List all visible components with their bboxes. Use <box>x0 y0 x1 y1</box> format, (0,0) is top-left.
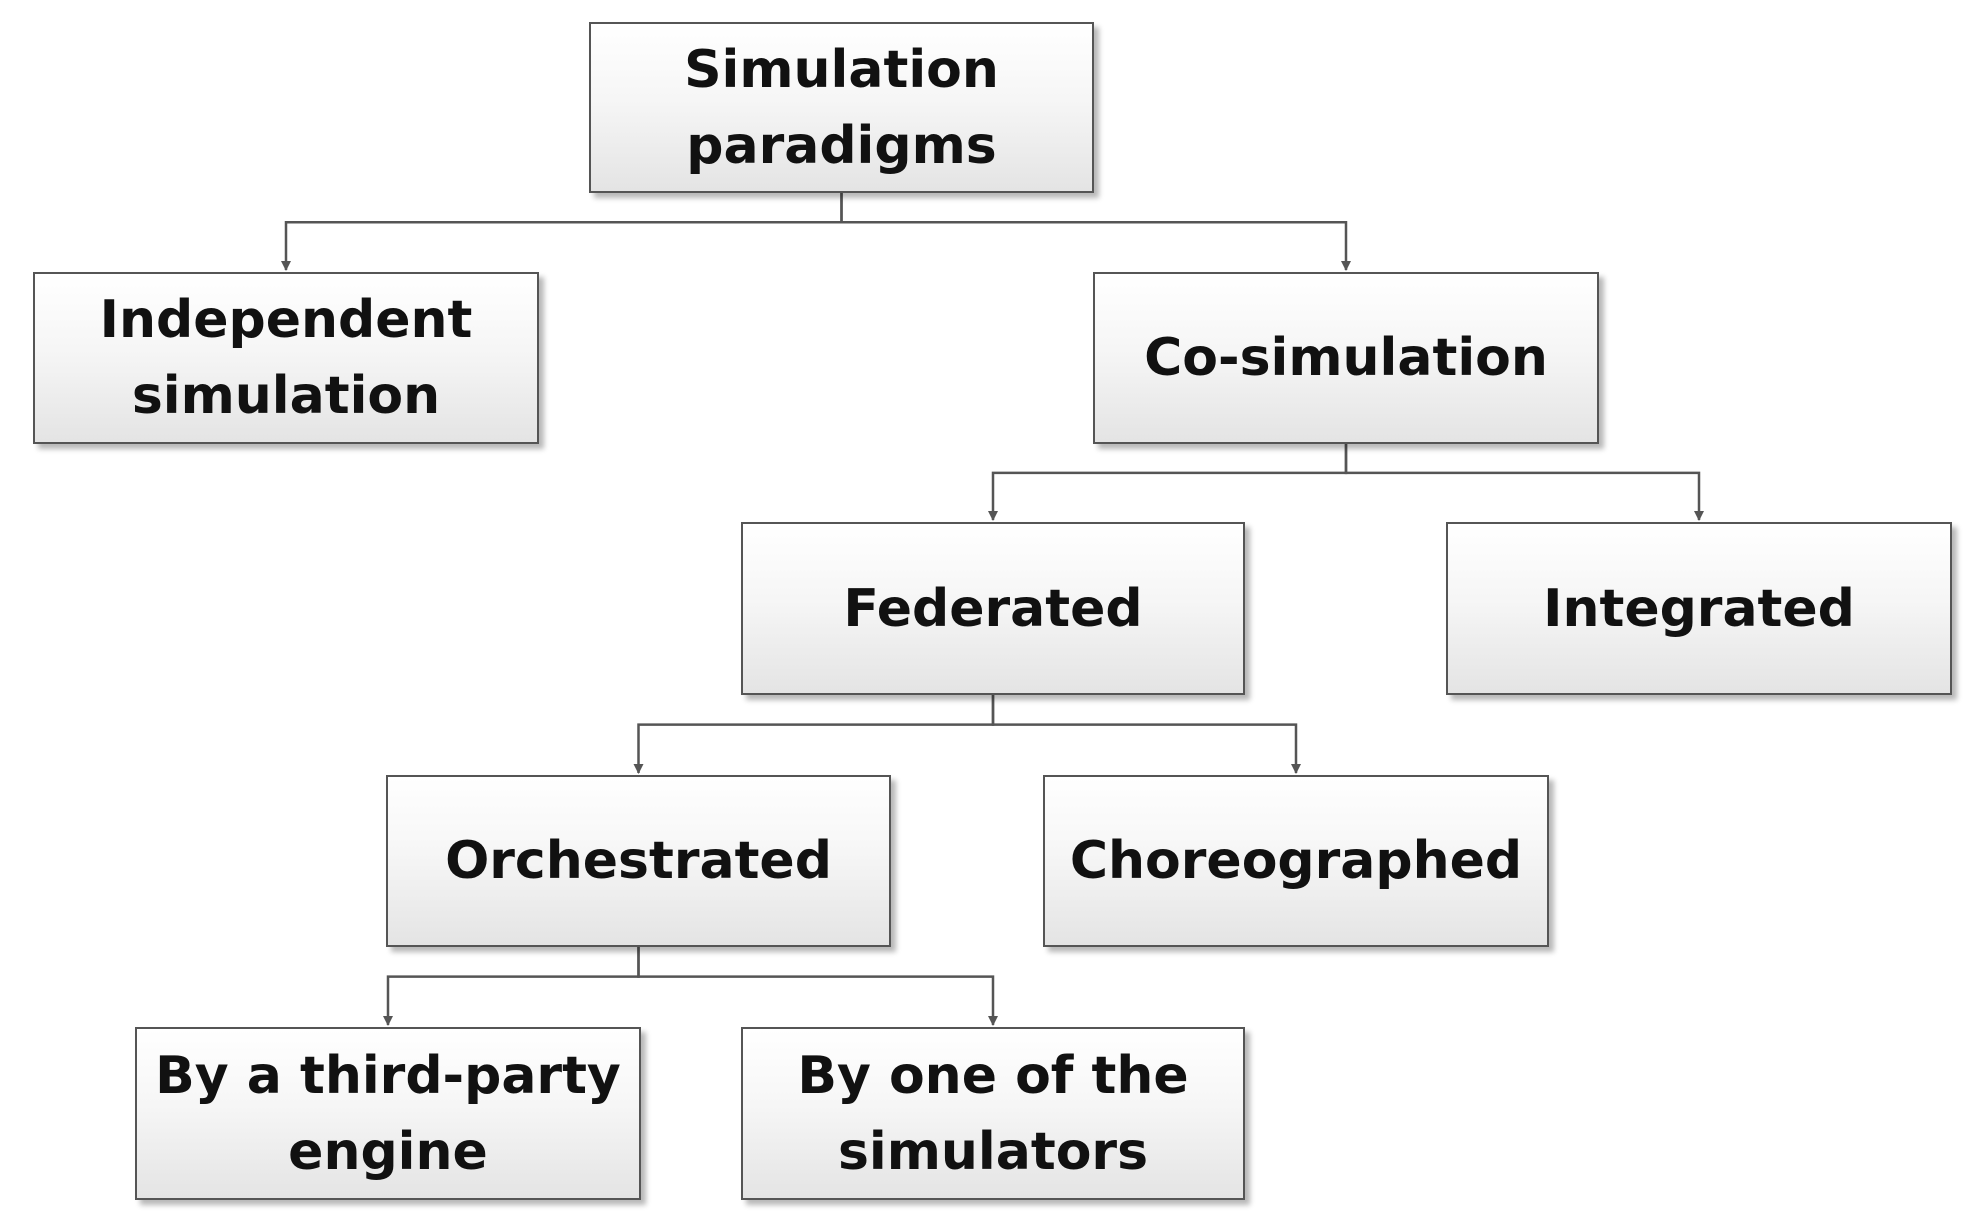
node-orchestrated: Orchestrated <box>386 775 891 947</box>
node-by-third-party-engine: By a third-party engine <box>135 1027 641 1200</box>
node-label: Simulation paradigms <box>684 39 999 176</box>
connector-orch-to-sim <box>637 947 998 1026</box>
node-by-one-of-the-simulators: By one of the simulators <box>741 1027 1245 1200</box>
connector-orch-to-third <box>383 947 640 1026</box>
node-co-simulation: Co-simulation <box>1093 272 1599 444</box>
node-independent-simulation: Independent simulation <box>33 272 539 444</box>
node-label: Federated <box>843 578 1143 639</box>
node-label: Independent simulation <box>99 290 473 426</box>
node-choreographed: Choreographed <box>1043 775 1549 947</box>
node-label: Co-simulation <box>1144 328 1548 388</box>
node-label: By a third-party engine <box>155 1045 621 1182</box>
connector-root-to-cosim <box>840 193 1351 271</box>
node-label: Orchestrated <box>445 831 832 891</box>
connector-root-to-indep <box>281 193 843 271</box>
connector-fed-to-chor <box>991 695 1301 774</box>
node-label: Choreographed <box>1069 831 1523 891</box>
node-federated: Federated <box>741 522 1245 695</box>
node-label: By one of the simulators <box>797 1045 1189 1182</box>
node-integrated: Integrated <box>1446 522 1952 695</box>
node-label: Integrated <box>1543 578 1855 639</box>
connector-cosim-to-int <box>1344 444 1704 521</box>
connector-cosim-to-fed <box>988 444 1348 521</box>
connector-fed-to-orch <box>633 695 995 774</box>
node-simulation-paradigms: Simulation paradigms <box>589 22 1094 193</box>
